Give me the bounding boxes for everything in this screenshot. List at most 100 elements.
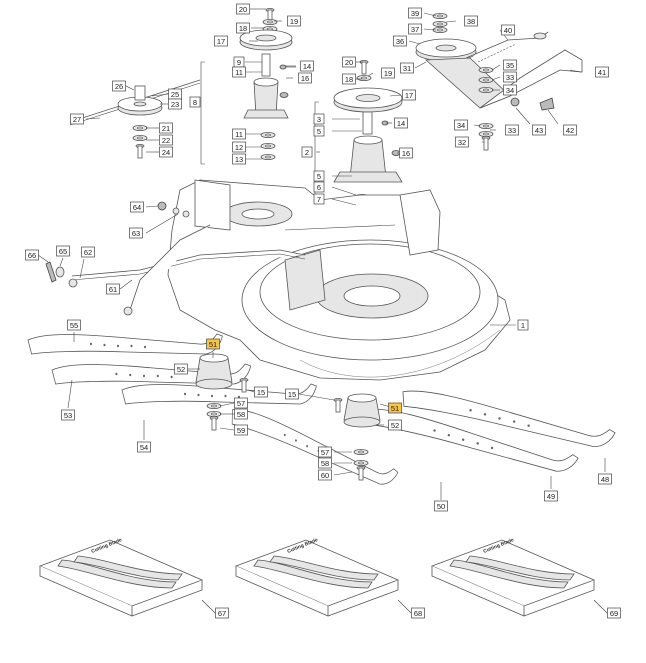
callout-62: 62 [81,246,95,258]
callout-box [25,249,39,261]
callout-text: 5 [317,127,321,136]
callout-5: 5 [313,125,325,137]
callout-24: 24 [159,146,173,158]
callout-text: 51 [391,404,399,413]
callout-text: 57 [237,399,245,408]
callout-box [159,122,173,134]
callout-3: 3 [313,113,325,125]
callout-box [434,500,448,512]
callout-text: 18 [239,24,247,33]
callout-box [301,146,313,158]
callout-box [501,24,515,36]
callout-box [402,89,416,101]
callout-text: 61 [109,285,117,294]
callout-2: 2 [301,146,313,158]
callout-52: 52 [174,363,188,375]
callout-text: 58 [321,459,329,468]
callout-box [342,56,356,68]
callout-box [400,62,414,74]
callout-16: 16 [399,147,413,159]
callout-box [411,607,425,619]
callout-59: 59 [234,424,248,436]
callout-box [234,397,248,409]
callout-text: 17 [405,91,413,100]
callout-31: 31 [400,62,414,74]
callout-text: 16 [402,149,410,158]
callout-text: 1 [521,321,525,330]
center-spindle-assembly [314,60,403,224]
callout-text: 41 [598,68,606,77]
callout-text: 23 [171,100,179,109]
callout-34: 34 [454,119,468,131]
callout-text: 15 [288,390,296,399]
callout-box [394,117,408,129]
callout-text: 68 [414,609,422,618]
callout-text: 60 [321,471,329,480]
callout-68: 68 [411,607,425,619]
callout-text: 52 [177,365,185,374]
callout-32: 32 [455,136,469,148]
callout-50: 50 [434,500,448,512]
callout-labels: 2019181791114168111213262523272122243938… [25,3,621,619]
callout-box [70,113,84,125]
callout-box [236,3,250,15]
callout-text: 33 [508,126,516,135]
callout-box [174,363,188,375]
callout-text: 6 [317,183,321,192]
callout-text: 19 [290,17,298,26]
callout-5: 5 [313,170,325,182]
callout-text: 5 [317,172,321,181]
callout-text: 53 [64,411,72,420]
callout-text: 11 [235,68,243,77]
callout-36: 36 [393,35,407,47]
callout-11: 11 [232,66,246,78]
callout-69: 69 [607,607,621,619]
callout-20: 20 [342,56,356,68]
callout-text: 34 [506,86,514,95]
callout-54: 54 [137,441,151,453]
callout-58: 58 [234,408,248,420]
mower-deck [167,179,511,381]
callout-52: 52 [388,419,402,431]
callout-66: 66 [25,249,39,261]
right-tensioner-assembly [415,12,583,151]
callout-8: 8 [189,96,201,108]
callout-1: 1 [517,319,529,331]
callout-65: 65 [56,245,70,257]
callout-text: 25 [171,90,179,99]
callout-19: 19 [381,67,395,79]
callout-box [598,473,612,485]
callout-64: 64 [130,201,144,213]
callout-text: 20 [239,5,247,14]
callout-48: 48 [598,473,612,485]
callout-17: 17 [214,35,228,47]
callout-text: 11 [235,130,243,139]
callout-text: 16 [301,74,309,83]
callout-box [454,119,468,131]
callout-67: 67 [215,607,229,619]
callout-box [168,98,182,110]
callout-box [408,7,422,19]
callout-11: 11 [232,128,246,140]
callout-57: 57 [318,446,332,458]
callout-box [56,245,70,257]
callout-text: 62 [84,248,92,257]
callout-35: 35 [503,59,517,71]
callout-53: 53 [61,409,75,421]
callout-text: 34 [457,121,465,130]
callout-box [234,424,248,436]
callout-text: 27 [73,115,81,124]
left-spindle-assembly [200,7,296,165]
callout-text: 9 [237,58,241,67]
callout-19: 19 [287,15,301,27]
callout-16: 16 [298,72,312,84]
callout-box [236,22,250,34]
callout-61: 61 [106,283,120,295]
callout-box [388,402,402,414]
callout-18: 18 [342,73,356,85]
callout-12: 12 [232,141,246,153]
callout-23: 23 [168,98,182,110]
callout-33: 33 [505,124,519,136]
callout-text: 14 [397,119,405,128]
callout-text: 15 [257,388,265,397]
